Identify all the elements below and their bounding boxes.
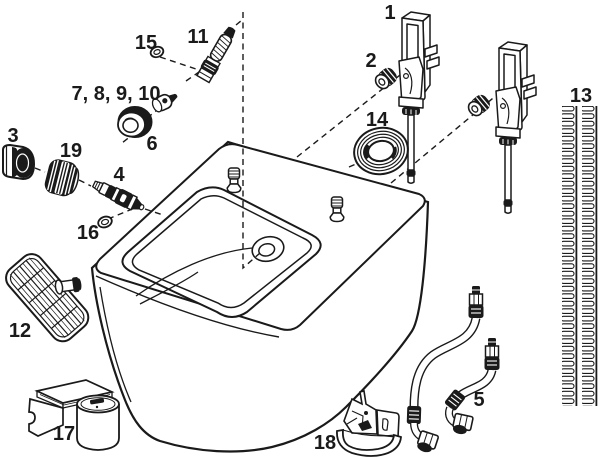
part-2-cap-nut-right bbox=[464, 92, 493, 120]
hose-b-fitting bbox=[483, 337, 501, 371]
part-label-11: 11 bbox=[187, 26, 208, 48]
bowl-contour-1 bbox=[135, 247, 253, 297]
part-label-1: 1 bbox=[384, 2, 395, 24]
part-label-19: 19 bbox=[60, 140, 82, 162]
part-1-wall-anchors bbox=[398, 11, 537, 214]
part-label-5: 5 bbox=[473, 389, 484, 411]
spout-hole bbox=[251, 235, 285, 263]
part-11-braided-hose bbox=[195, 26, 236, 84]
part-15-oring bbox=[149, 45, 165, 59]
part-label-14: 14 bbox=[366, 109, 389, 131]
part-13-strips bbox=[562, 106, 600, 406]
hose-a-nut bbox=[416, 430, 440, 453]
strip-right bbox=[582, 106, 600, 406]
wall-anchor-right bbox=[495, 41, 537, 214]
bidet-body bbox=[90, 140, 430, 453]
hose-b-nut bbox=[452, 412, 474, 435]
part-6-ring bbox=[117, 106, 153, 138]
part-label-17: 17 bbox=[53, 423, 75, 445]
hose-a-crimp bbox=[406, 405, 422, 425]
part-5-hoses bbox=[406, 285, 501, 453]
part-17-pad bbox=[28, 379, 115, 437]
part-label-12: 12 bbox=[9, 320, 31, 342]
part-7-8-9-10-insert bbox=[151, 93, 178, 113]
part-label-6: 6 bbox=[146, 133, 157, 155]
part-12-stub bbox=[54, 277, 82, 295]
part-label-18: 18 bbox=[314, 432, 336, 454]
part-label-3: 3 bbox=[7, 125, 18, 147]
part-label-2: 2 bbox=[365, 50, 376, 72]
part-12-grate bbox=[5, 253, 90, 343]
bowl-inner-lip bbox=[131, 195, 312, 309]
part-16-oring bbox=[97, 215, 113, 229]
strip-left bbox=[562, 106, 580, 406]
bowl-contour-2 bbox=[139, 271, 199, 305]
rim-front-band bbox=[95, 275, 280, 338]
part-label-4: 4 bbox=[113, 164, 125, 186]
part-17-canister bbox=[76, 394, 120, 451]
part-label-7-8-9-10: 7, 8, 9, 10 bbox=[72, 83, 161, 105]
bowl-outer-lip bbox=[121, 186, 322, 318]
part-18-bracket bbox=[336, 390, 402, 457]
part-label-13: 13 bbox=[570, 85, 592, 107]
part-label-15: 15 bbox=[135, 32, 157, 54]
hose-a-fitting bbox=[467, 285, 485, 319]
part-14-seal-ring bbox=[353, 126, 409, 176]
part-19-knob bbox=[44, 159, 80, 197]
body-left-line bbox=[99, 286, 132, 403]
part-4-cartridge bbox=[91, 180, 145, 211]
part-3-cap-sleeve bbox=[2, 143, 36, 181]
part-label-16: 16 bbox=[77, 222, 99, 244]
